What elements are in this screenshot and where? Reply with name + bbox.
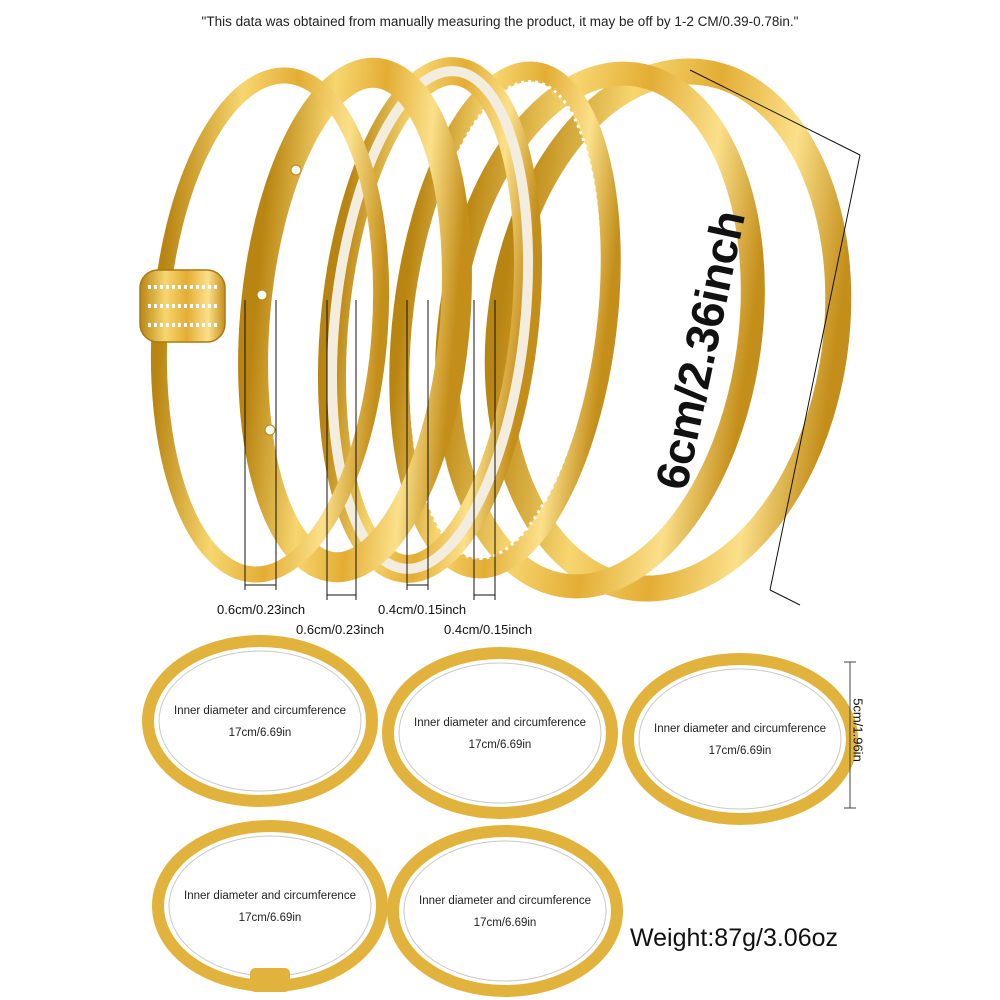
bangle-thumbnail-1: Inner diameter and circumference 17cm/6.… — [140, 633, 380, 808]
height-measure-line — [844, 661, 856, 809]
height-label: 5cm/1.96in — [850, 698, 866, 762]
bangle-thumbnail-4: Inner diameter and circumference 17cm/6.… — [150, 818, 390, 993]
inner-label: Inner diameter and circumference — [414, 717, 586, 729]
weight-label: Weight:87g/3.06oz — [630, 924, 839, 952]
stacked-bangles-image — [139, 57, 861, 606]
width-label-c: 0.4cm/0.15inch — [378, 602, 467, 617]
bangle-image — [387, 825, 623, 997]
width-measure-lines — [244, 69, 861, 606]
width-label-a: 0.6cm/0.23inch — [217, 602, 306, 617]
inner-size: 17cm/6.69in — [238, 912, 302, 924]
inner-size: 17cm/6.69in — [708, 745, 772, 757]
width-label-d: 0.4cm/0.15inch — [444, 622, 533, 637]
inner-size: 17cm/6.69in — [473, 917, 537, 929]
bangle-plain-wide — [484, 58, 852, 602]
bangle-image — [382, 647, 618, 819]
bangle-crystal-line — [389, 61, 621, 579]
bangle-pearl-inlay — [317, 57, 543, 583]
bangle-image — [142, 635, 378, 807]
bangle-thumbnail-3: Inner diameter and circumference 17cm/6.… — [620, 651, 860, 826]
inner-label: Inner diameter and circumference — [654, 723, 826, 735]
width-label-b: 0.6cm/0.23inch — [296, 622, 385, 637]
bangle-thumbnail-5: Inner diameter and circumference 17cm/6.… — [385, 823, 625, 998]
inner-size: 17cm/6.69in — [468, 739, 532, 751]
inner-label: Inner diameter and circumference — [419, 895, 591, 907]
inner-label: Inner diameter and circumference — [174, 705, 346, 717]
bangle-image — [622, 653, 858, 825]
bangle-clover — [238, 57, 472, 583]
inner-label: Inner diameter and circumference — [184, 890, 356, 902]
bangle-crystal-barrel — [139, 67, 390, 583]
bangle-thumbnail-2: Inner diameter and circumference 17cm/6.… — [380, 645, 620, 820]
disclaimer-text: "This data was obtained from manually me… — [201, 14, 799, 29]
bangle-image — [152, 820, 388, 992]
inner-size: 17cm/6.69in — [228, 727, 292, 739]
